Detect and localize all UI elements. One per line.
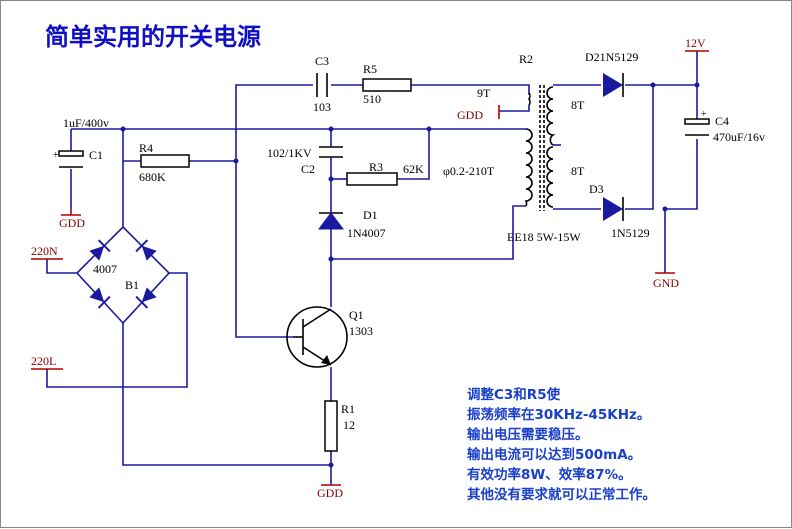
gdd-trans-label: GDD bbox=[457, 108, 483, 122]
r4-value: 680K bbox=[139, 170, 166, 184]
bridge-rectifier-b1 bbox=[75, 225, 171, 325]
transformer-r2 bbox=[524, 85, 556, 211]
d2-label: D21N5129 bbox=[585, 50, 638, 64]
c1-label: C1 bbox=[89, 148, 103, 162]
c2-value: 102/1KV bbox=[267, 146, 312, 160]
note-line: 输出电压需要稳压。 bbox=[467, 426, 589, 443]
c2-label: C2 bbox=[301, 162, 315, 176]
diode-d1 bbox=[318, 212, 344, 230]
diode-d3 bbox=[603, 197, 624, 221]
r3-value: 62K bbox=[403, 162, 424, 176]
q1-value: 1303 bbox=[349, 324, 373, 338]
d3-value: 1N5129 bbox=[611, 226, 650, 240]
ground-symbol-c1 bbox=[61, 209, 81, 216]
resistor-r1 bbox=[324, 400, 338, 452]
primary-winding-label: φ0.2-210T bbox=[443, 164, 495, 178]
note-line: 振荡频率在30KHz-45KHz。 bbox=[467, 406, 650, 423]
d1-value: 1N4007 bbox=[347, 226, 386, 240]
r5-label: R5 bbox=[363, 62, 377, 76]
q1-label: Q1 bbox=[349, 308, 364, 322]
diode-d2 bbox=[603, 73, 624, 97]
b1-value: 4007 bbox=[93, 262, 117, 276]
b1-label: B1 bbox=[125, 278, 139, 292]
c3-value: 103 bbox=[313, 100, 331, 114]
svg-text:+: + bbox=[701, 109, 707, 120]
c3-label: C3 bbox=[315, 54, 329, 68]
d3-label: D3 bbox=[589, 182, 604, 196]
turns-8t-b-label: 8T bbox=[571, 164, 585, 178]
r2-label: R2 bbox=[519, 52, 533, 66]
core-label: EE18 5W-15W bbox=[507, 230, 581, 244]
resistor-r5 bbox=[362, 78, 412, 92]
r5-value: 510 bbox=[363, 92, 381, 106]
turns-9t-label: 9T bbox=[477, 86, 491, 100]
capacitor-c2 bbox=[319, 146, 343, 158]
c4-label: C4 bbox=[715, 114, 729, 128]
capacitor-c3 bbox=[316, 73, 328, 97]
capacitor-c4: + bbox=[684, 109, 710, 136]
capacitor-c1: + bbox=[53, 150, 84, 168]
note-line: 调整C3和R5使 bbox=[467, 386, 561, 403]
design-notes: 调整C3和R5使 振荡频率在30KHz-45KHz。 输出电压需要稳压。 输出电… bbox=[467, 386, 656, 503]
diagram-title: 简单实用的开关电源 bbox=[45, 23, 261, 51]
note-line: 有效功率8W、效率87%。 bbox=[467, 466, 632, 483]
gdd-bottom-label: GDD bbox=[317, 486, 343, 500]
r1-value: 12 bbox=[343, 418, 355, 432]
resistor-r4 bbox=[140, 154, 190, 168]
d1-label: D1 bbox=[363, 208, 378, 222]
r3-label: R3 bbox=[369, 160, 383, 174]
c1-value: 1uF/400v bbox=[63, 116, 109, 130]
transistor-q1 bbox=[286, 306, 348, 368]
gdd-c1-label: GDD bbox=[59, 216, 85, 230]
junction-dots bbox=[120, 82, 700, 468]
r1-label: R1 bbox=[341, 402, 355, 416]
gnd-label: GND bbox=[653, 276, 679, 290]
svg-text:+: + bbox=[53, 150, 59, 161]
note-line: 其他没有要求就可以正常工作。 bbox=[467, 486, 656, 503]
v12-label: 12V bbox=[685, 36, 706, 50]
resistor-r3 bbox=[346, 172, 398, 186]
ac-l-label: 220L bbox=[31, 354, 56, 368]
r4-label: R4 bbox=[139, 141, 153, 155]
turns-8t-a-label: 8T bbox=[571, 98, 585, 112]
note-line: 输出电流可以达到500mA。 bbox=[467, 446, 641, 463]
ac-n-label: 220N bbox=[31, 244, 58, 258]
c4-value: 470uF/16v bbox=[713, 130, 765, 144]
